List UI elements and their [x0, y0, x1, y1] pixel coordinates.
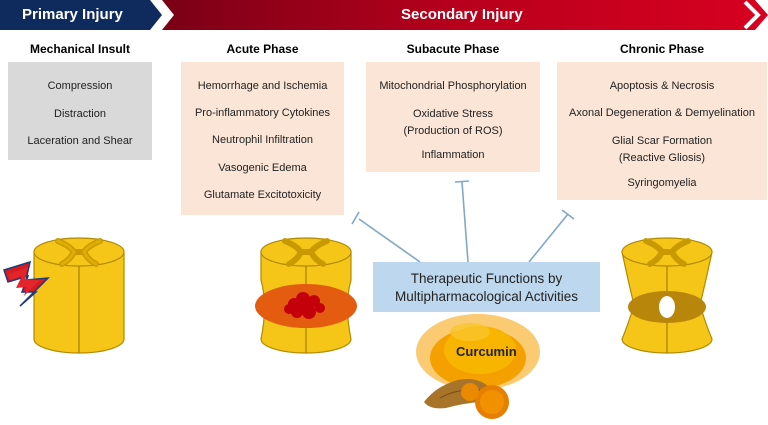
chronic-phase-title: Chronic Phase: [619, 42, 705, 56]
primary-banner-arrow: [0, 0, 162, 30]
list-item: Hemorrhage and Ischemia: [197, 80, 328, 92]
spinal-cord-chronic: [621, 237, 713, 354]
primary-injury-label: Primary Injury: [22, 6, 123, 23]
therapeutic-functions-box: Therapeutic Functions by Multipharmacolo…: [373, 262, 600, 312]
acute-phase-box: Hemorrhage and Ischemia Pro-inflammatory…: [181, 62, 344, 215]
list-item: Axonal Degeneration & Demyelination: [569, 107, 755, 119]
subacute-phase-title: Subacute Phase: [406, 42, 500, 56]
list-item: Pro-inflammatory Cytokines: [194, 107, 331, 119]
inhibitor-bar-chronic: [561, 209, 575, 220]
subacute-phase-box: Mitochondrial Phosphorylation Oxidative …: [366, 62, 540, 172]
list-item: Apoptosis & Necrosis: [609, 80, 715, 92]
secondary-injury-label: Secondary Injury: [401, 6, 523, 23]
list-item: Glutamate Excitotoxicity: [203, 189, 322, 201]
list-item: Laceration and Shear: [27, 135, 133, 147]
therapy-line-2: Multipharmacological Activities: [394, 289, 579, 304]
acute-phase-title: Acute Phase: [226, 42, 299, 56]
inhibitor-bar-subacute: [454, 180, 470, 183]
list-item: Mitochondrial Phosphorylation: [379, 80, 527, 92]
list-item: Inflammation: [421, 149, 485, 161]
mechanical-insult-box: Compression Distraction Laceration and S…: [8, 62, 152, 160]
inhibitor-lines: [351, 180, 575, 263]
syrinx-cavity: [659, 296, 675, 318]
inhibitor-line-acute: [358, 218, 421, 263]
secondary-banner-arrow: [162, 0, 768, 30]
list-item: Oxidative Stress: [412, 108, 494, 120]
hemorrhage-blob: [284, 292, 325, 319]
list-item: Compression: [47, 80, 113, 92]
list-item: Distraction: [54, 108, 106, 120]
list-item: (Reactive Gliosis): [618, 152, 706, 164]
inhibitor-line-subacute: [461, 181, 469, 263]
spinal-cord-acute: [255, 237, 357, 354]
therapy-line-1: Therapeutic Functions by: [410, 271, 563, 286]
lightning-icon: [3, 260, 50, 307]
list-item: Glial Scar Formation: [611, 135, 713, 147]
chronic-phase-box: Apoptosis & Necrosis Axonal Degeneration…: [557, 62, 767, 200]
phase-banner: [0, 0, 768, 30]
mechanical-insult-title: Mechanical Insult: [29, 42, 131, 56]
list-item: (Production of ROS): [403, 125, 503, 137]
inhibitor-line-chronic: [528, 213, 569, 263]
inhibitor-bar-acute: [351, 211, 360, 225]
curcumin-illustration: [416, 314, 540, 419]
list-item: Vasogenic Edema: [218, 162, 307, 174]
list-item: Neutrophil Infiltration: [212, 134, 313, 146]
banner-end-chevron: [743, 0, 761, 30]
spinal-cord-intact: [33, 237, 125, 354]
list-item: Syringomyelia: [627, 177, 697, 189]
curcumin-label: Curcumin: [456, 344, 517, 359]
